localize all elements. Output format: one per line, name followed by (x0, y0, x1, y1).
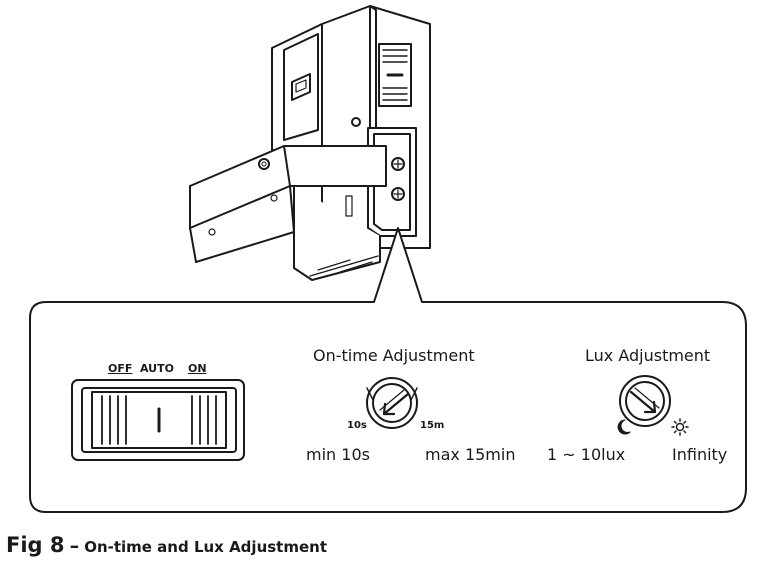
ontime-max-label: max 15min (425, 445, 516, 464)
switch-on-label: ON (188, 362, 207, 375)
caption-title: On-time and Lux Adjustment (84, 538, 327, 556)
lux-knob (619, 375, 671, 427)
callout-panel (29, 227, 747, 513)
lux-title: Lux Adjustment (585, 346, 711, 365)
rocker-switch (71, 379, 245, 461)
switch-auto-label: AUTO (140, 362, 174, 375)
ontime-min-label: min 10s (306, 445, 370, 464)
ontime-knob (366, 377, 418, 429)
figure-number: Fig 8 (6, 533, 65, 557)
ontime-min-mark: 10s (347, 420, 367, 431)
sun-icon (671, 418, 689, 436)
crescent-moon-icon (617, 419, 631, 435)
lux-max-label: Infinity (672, 445, 728, 464)
caption-dash: – (69, 535, 80, 557)
ontime-title: On-time Adjustment (313, 346, 475, 365)
sensor-device-illustration (189, 5, 431, 281)
switch-off-label: OFF (108, 362, 133, 375)
figure-caption: Fig 8 – On-time and Lux Adjustment (6, 533, 327, 557)
ontime-max-mark: 15m (420, 420, 445, 431)
lux-min-label: 1 ~ 10lux (547, 445, 626, 464)
